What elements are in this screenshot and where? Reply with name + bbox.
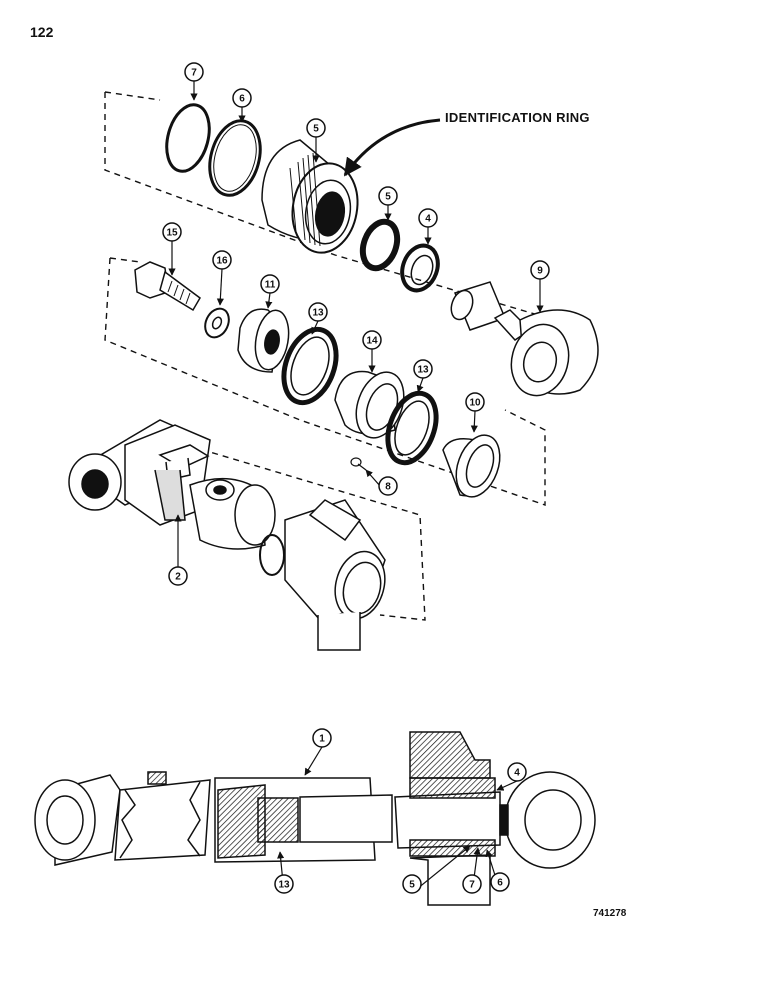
section-callout-7-circle [462, 874, 482, 894]
section-callout-1-circle [312, 728, 332, 748]
section-callout-13-circle [274, 874, 294, 894]
section-callout-4-circle [507, 762, 527, 782]
o-ring-7 [165, 103, 211, 173]
callout-wiper-label: 4 [425, 214, 431, 225]
piston-seal-13-b [385, 390, 439, 466]
callout-piston-seal-leader [416, 377, 424, 393]
callout-rod-seal-label: 5 [385, 192, 391, 203]
piston-nut-11 [237, 308, 290, 373]
identification-ring-label: IDENTIFICATION RING [445, 110, 590, 125]
callout-head-circle [306, 118, 326, 138]
backup-ring-6 [208, 119, 262, 197]
callout-cylinder-tube-label: 2 [175, 572, 181, 583]
callout-piston-seal-leader [311, 320, 319, 335]
callout-o-ring-circle [184, 62, 204, 82]
page-number: 122 [30, 24, 54, 40]
section-callout-4-label: 4 [514, 768, 520, 779]
callout-rod-circle [530, 260, 550, 280]
callout-rod-label: 9 [537, 266, 543, 277]
callout-spacer-label: 10 [469, 398, 481, 409]
section-callout-1-leader [304, 746, 323, 776]
washer-16 [204, 307, 230, 339]
callout-piston-circle [362, 330, 382, 350]
callout-piston-nut-circle [260, 274, 280, 294]
callout-spacer-leader [470, 410, 478, 433]
section-callout-5-label: 5 [409, 880, 415, 891]
drawing-number: 741278 [593, 908, 627, 919]
callout-piston-seal-label: 13 [312, 308, 324, 319]
wiper-4 [400, 243, 440, 293]
callout-piston-label: 14 [366, 336, 378, 347]
leader-dashes [104, 91, 556, 621]
callout-washer-label: 16 [216, 256, 228, 267]
section-callout-4-leader [496, 780, 518, 791]
section-callout-7-label: 7 [469, 880, 475, 891]
callout-o-ring-label: 7 [191, 68, 197, 79]
identification-ring-arrow [343, 118, 441, 177]
section-callout-6-label: 6 [497, 878, 503, 889]
piston-seal-13-a [281, 326, 339, 406]
callout-piston-nut-label: 11 [265, 280, 276, 291]
callout-screw-circle [378, 476, 398, 496]
callout-bolt-circle [162, 222, 182, 242]
rod-9 [450, 281, 599, 397]
rod-seal-5 [359, 218, 401, 272]
callout-washer-leader [216, 268, 224, 306]
callout-cylinder-tube-circle [168, 566, 188, 586]
section-callout-5-circle [402, 874, 422, 894]
section-callout-1-label: 1 [319, 734, 325, 745]
cylinder-tube-2 [68, 419, 386, 651]
head-5 [261, 139, 359, 254]
callout-wiper-circle [418, 208, 438, 228]
section-callout-6-circle [490, 872, 510, 892]
callout-backup-ring-label: 6 [239, 94, 245, 105]
callout-bolt-label: 15 [166, 228, 178, 239]
callout-piston-seal-circle [413, 359, 433, 379]
spacer-10 [442, 434, 501, 498]
callout-spacer-circle [465, 392, 485, 412]
callout-piston-nut-leader [265, 292, 273, 309]
callout-screw-label: 8 [385, 482, 391, 493]
bolt-15 [134, 261, 201, 312]
screw-8 [350, 457, 367, 471]
callout-head-label: 5 [313, 124, 319, 135]
callout-piston-seal-circle [308, 302, 328, 322]
piston-14 [334, 370, 405, 439]
callout-rod-seal-circle [378, 186, 398, 206]
callout-backup-ring-circle [232, 88, 252, 108]
assembled-section-view [34, 731, 596, 906]
callout-washer-circle [212, 250, 232, 270]
section-callout-13-label: 13 [278, 880, 290, 891]
callout-piston-seal-label: 13 [417, 365, 429, 376]
